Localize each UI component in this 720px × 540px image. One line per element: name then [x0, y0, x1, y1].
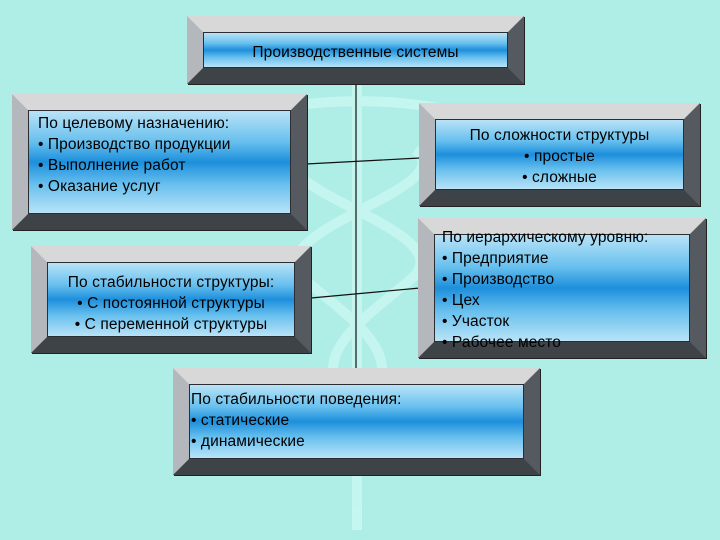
hierarchy-heading: По иерархическому уровню: [442, 227, 648, 248]
purpose-text: По целевому назначению: • Производство п… [38, 113, 231, 197]
structure-stability-box: По стабильности структуры: • С постоянно… [31, 246, 311, 353]
hierarchy-item: • Участок [442, 311, 648, 332]
root-title: Производственные системы [203, 42, 508, 63]
purpose-box: По целевому назначению: • Производство п… [12, 94, 307, 230]
hierarchy-item: • Рабочее место [442, 332, 648, 353]
structure-stability-item: • С постоянной структуры [35, 293, 307, 314]
hierarchy-text: По иерархическому уровню: • Предприятие … [442, 227, 648, 353]
purpose-item: • Производство продукции [38, 134, 231, 155]
behavior-stability-heading: По стабильности поведения: [191, 389, 402, 410]
behavior-stability-item: • динамические [191, 431, 402, 452]
behavior-stability-box: По стабильности поведения: • статические… [173, 368, 540, 475]
connector-stability [311, 288, 420, 298]
behavior-stability-text: По стабильности поведения: • статические… [191, 389, 402, 452]
structure-stability-text: По стабильности структуры: • С постоянно… [35, 272, 307, 335]
connector-purpose [306, 158, 420, 164]
complexity-item: • простые [423, 146, 696, 167]
structure-stability-item: • С переменной структуры [35, 314, 307, 335]
purpose-heading: По целевому назначению: [38, 113, 231, 134]
hierarchy-item: • Предприятие [442, 248, 648, 269]
complexity-heading: По сложности структуры [423, 125, 696, 146]
complexity-text: По сложности структуры • простые • сложн… [423, 125, 696, 188]
behavior-stability-item: • статические [191, 410, 402, 431]
hierarchy-box: По иерархическому уровню: • Предприятие … [418, 218, 706, 358]
complexity-item: • сложные [423, 167, 696, 188]
purpose-item: • Оказание услуг [38, 176, 231, 197]
hierarchy-item: • Производство [442, 269, 648, 290]
root-box: Производственные системы [187, 16, 524, 84]
complexity-box: По сложности структуры • простые • сложн… [419, 103, 700, 206]
purpose-item: • Выполнение работ [38, 155, 231, 176]
hierarchy-item: • Цех [442, 290, 648, 311]
structure-stability-heading: По стабильности структуры: [35, 272, 307, 293]
